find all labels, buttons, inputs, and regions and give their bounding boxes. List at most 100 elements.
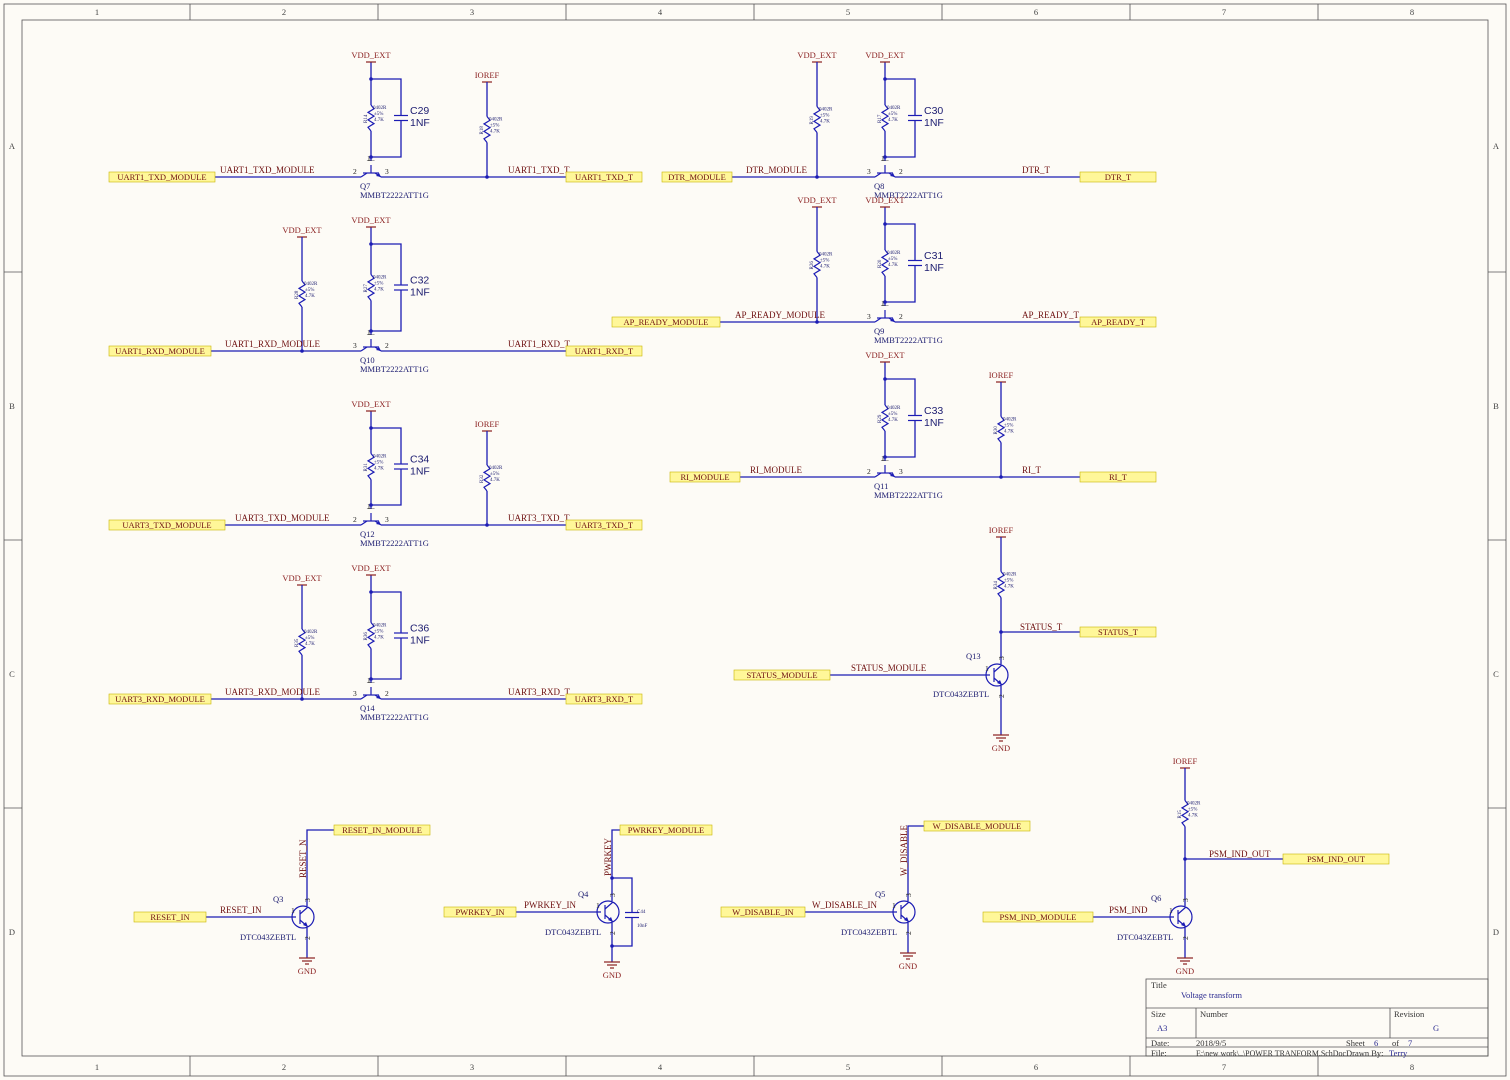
resistor-value: 4.7K bbox=[374, 288, 384, 293]
digital-transistor: 132 bbox=[985, 656, 1009, 698]
net-label: W_DISABLE_IN bbox=[812, 900, 877, 910]
sheet-size: A3 bbox=[1157, 1023, 1167, 1033]
port-flag bbox=[333, 824, 431, 836]
grid-col-label: 5 bbox=[846, 7, 850, 17]
drawn-label: Drawn By: bbox=[1346, 1048, 1384, 1058]
resistor-tolerance: ±5% bbox=[305, 636, 314, 641]
port-flag bbox=[1079, 316, 1157, 328]
wire bbox=[360, 346, 368, 352]
power-label: VDD_EXT bbox=[797, 195, 837, 205]
resistor-tolerance: ±5% bbox=[1188, 808, 1197, 813]
transistor-arrow bbox=[376, 695, 381, 699]
power-label: VDD_EXT bbox=[351, 399, 391, 409]
resistor-value: 4.7K bbox=[1188, 814, 1198, 819]
power-label: IOREF bbox=[1173, 756, 1198, 766]
port-label: STATUS_T bbox=[1098, 627, 1139, 637]
wire bbox=[371, 149, 402, 158]
resistor-ref: R20 bbox=[878, 259, 883, 268]
transistor-part: MMBT2222ATT1G bbox=[360, 190, 429, 200]
resistor-package: 0402R bbox=[1003, 573, 1017, 578]
power-label: VDD_EXT bbox=[351, 563, 391, 573]
wire bbox=[885, 294, 916, 303]
pin-number: 2 bbox=[608, 931, 617, 935]
grid-row-label: C bbox=[1493, 669, 1499, 679]
grid-col-label: 6 bbox=[1034, 1062, 1038, 1072]
port-label: AP_READY_T bbox=[1091, 317, 1146, 327]
net-port: PWRKEY_MODULE bbox=[619, 824, 713, 836]
resistor-value: 4.7K bbox=[305, 642, 315, 647]
drawn-value: Terry bbox=[1389, 1048, 1408, 1058]
port-flag bbox=[923, 820, 1031, 832]
transistor-ref: Q6 bbox=[1151, 893, 1161, 903]
net-label: DTR_T bbox=[1022, 165, 1051, 175]
transistor-arrow bbox=[890, 173, 895, 177]
date-label: Date: bbox=[1151, 1038, 1169, 1048]
net-label: UART3_TXD_MODULE bbox=[235, 513, 330, 523]
resistor-body bbox=[297, 280, 307, 308]
transistor-part: MMBT2222ATT1G bbox=[874, 335, 943, 345]
net-label: PWRKEY bbox=[603, 838, 613, 877]
transistor-ref: Q7 bbox=[360, 181, 370, 191]
port-flag bbox=[108, 693, 212, 705]
wire bbox=[900, 901, 910, 910]
port-label: UART1_TXD_MODULE bbox=[117, 172, 206, 182]
resistor-ref: R14 bbox=[364, 114, 369, 123]
grid-col-label: 6 bbox=[1034, 7, 1038, 17]
resistor-package: 0402R bbox=[373, 624, 387, 629]
power-label: VDD_EXT bbox=[282, 225, 322, 235]
port-flag bbox=[669, 471, 741, 483]
port-label: UART3_TXD_T bbox=[575, 520, 634, 530]
pin-number: 2 bbox=[899, 167, 903, 176]
capacitor-value: 10nF bbox=[637, 924, 648, 929]
grid-col-label: 3 bbox=[470, 7, 474, 17]
wire bbox=[371, 78, 402, 87]
resistor-ref: R15 bbox=[1178, 810, 1183, 819]
wire bbox=[371, 323, 402, 332]
npn-transistor: 1 bbox=[360, 502, 382, 526]
port-flag bbox=[1079, 171, 1157, 183]
resistor-package: 0402R bbox=[304, 630, 318, 635]
resistor-package: 0402R bbox=[887, 251, 901, 256]
net-label: W_DISABLE bbox=[899, 825, 909, 876]
resistor-package: 0402R bbox=[489, 466, 503, 471]
grid-col-label: 7 bbox=[1222, 7, 1226, 17]
pin-tick: — bbox=[880, 455, 889, 464]
size-label: Size bbox=[1151, 1009, 1166, 1019]
net-port: UART3_TXD_MODULE bbox=[108, 519, 226, 531]
net-port: RI_MODULE bbox=[669, 471, 741, 483]
transistor-part: MMBT2222ATT1G bbox=[360, 712, 429, 722]
power-label: VDD_EXT bbox=[865, 350, 905, 360]
resistor-tolerance: ±5% bbox=[374, 630, 383, 635]
grid-row-label: A bbox=[9, 141, 16, 151]
resistor-value: 4.7K bbox=[374, 467, 384, 472]
resistor-ref: R19 bbox=[810, 116, 815, 125]
net-label: RESET_IN bbox=[220, 905, 262, 915]
power-label: IOREF bbox=[475, 70, 500, 80]
capacitor-value: 1NF bbox=[410, 287, 430, 299]
transistor-ref: Q3 bbox=[273, 894, 283, 904]
transistor-arrow bbox=[1181, 922, 1186, 927]
npn-transistor: 1 bbox=[360, 328, 382, 352]
net-port: DTR_T bbox=[1079, 171, 1157, 183]
port-flag bbox=[1079, 626, 1157, 638]
pin-number: 1 bbox=[1169, 906, 1173, 915]
resistor-ref: R34 bbox=[994, 581, 999, 590]
sheet-total: 7 bbox=[1408, 1038, 1412, 1048]
resistor-ref: R17 bbox=[878, 114, 883, 123]
transistor-arrow bbox=[376, 173, 381, 177]
resistor-body bbox=[366, 622, 376, 649]
pin-number: 3 bbox=[385, 167, 389, 176]
resistor-value: 4.7K bbox=[490, 478, 500, 483]
net-port: RI_T bbox=[1079, 471, 1157, 483]
resistor-value: 4.7K bbox=[820, 120, 830, 125]
power-label: IOREF bbox=[989, 525, 1014, 535]
npn-transistor: 1 bbox=[360, 154, 382, 178]
net-port: W_DISABLE_MODULE bbox=[923, 820, 1031, 832]
resistor-tolerance: ±5% bbox=[820, 114, 829, 119]
